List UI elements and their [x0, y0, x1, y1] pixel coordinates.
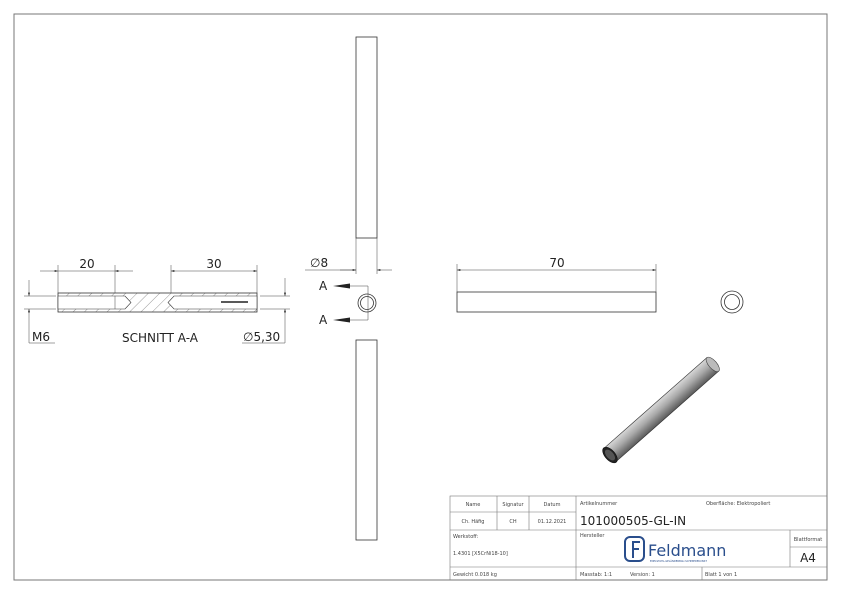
tb-sheet: Blatt 1 von 1 — [705, 572, 737, 578]
tb-article-number: 101000505-GL-IN — [580, 514, 686, 528]
front-view: 70 — [456, 256, 744, 314]
isometric-render — [602, 356, 720, 464]
tb-signature-label: Signatur — [502, 502, 524, 508]
tb-scale: Masstab: 1:1 — [580, 572, 612, 578]
tb-surface: Oberfläche: Elektropoliert — [706, 501, 770, 507]
feldmann-logo: Feldmann EDELSTAHL-GELÄNDERBAU-SCHMIEDEK… — [624, 536, 726, 563]
dim-length: 70 — [549, 256, 564, 270]
title-block — [449, 495, 828, 581]
rod-lower-view — [355, 339, 378, 541]
tb-article-label: Artikelnummer — [580, 501, 618, 507]
drawing-frame — [13, 13, 828, 581]
tb-date-label: Datum — [544, 502, 561, 508]
tb-date-value: 01.12.2021 — [538, 519, 567, 525]
section-label-bottom: A — [319, 313, 328, 327]
side-view: ∅8 A A — [305, 36, 392, 541]
dim-30: 30 — [206, 257, 221, 271]
section-view: 20 30 M6 ∅5,30 SCHNITT A-A — [24, 257, 290, 345]
dim-bore-diameter: ∅5,30 — [243, 330, 280, 344]
tb-sheet-format-label: Blattformat — [794, 537, 823, 543]
end-view-inner — [724, 294, 740, 310]
section-arrow-bottom — [333, 317, 350, 323]
left-bore — [57, 295, 132, 310]
tb-signature-value: CH — [509, 519, 516, 525]
rod-front-view — [456, 291, 657, 313]
rod-upper-view — [355, 36, 378, 239]
tb-version: Version: 1 — [630, 572, 655, 578]
tb-weight: Gewicht 0.018 kg — [453, 572, 497, 578]
rod-end-outer — [357, 293, 377, 313]
dim-20: 20 — [79, 257, 94, 271]
tb-name-label: Name — [466, 502, 481, 508]
tb-material-value: 1.4301 [X5CrNi18-10] — [453, 551, 508, 557]
rod-end-inner — [360, 296, 374, 310]
end-view-outer — [720, 290, 744, 314]
logo-tagline: EDELSTAHL-GELÄNDERBAU-SCHMIEDEKUNST — [650, 558, 707, 563]
tb-sheet-format-value: A4 — [800, 551, 816, 565]
section-arrow-top — [333, 283, 350, 289]
section-label-top: A — [319, 279, 328, 293]
tb-manufacturer-label: Hersteller — [580, 533, 605, 539]
section-title: SCHNITT A-A — [122, 331, 199, 345]
right-bore — [167, 295, 258, 310]
dim-m6: M6 — [32, 330, 50, 344]
tb-name-value: Ch. Häfig — [462, 519, 485, 525]
logo-text: Feldmann — [648, 541, 726, 560]
tb-material-label: Werkstoff: — [453, 534, 479, 540]
dim-outer-diameter: ∅8 — [310, 256, 328, 270]
